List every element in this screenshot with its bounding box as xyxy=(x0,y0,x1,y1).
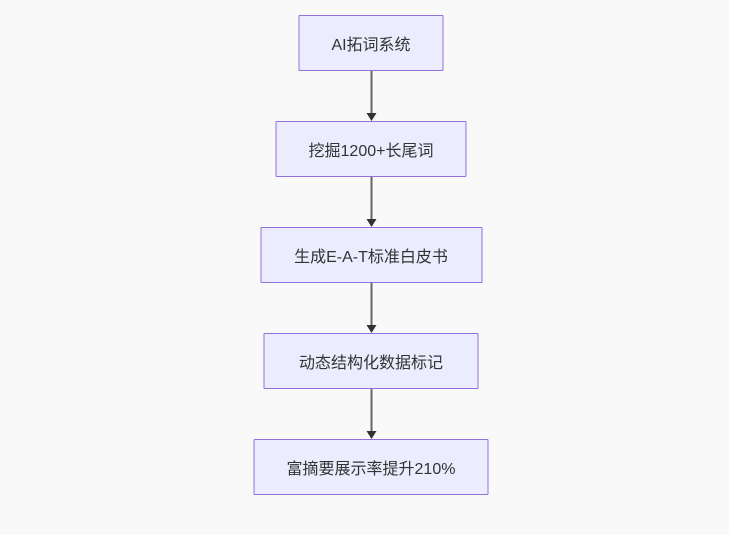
arrow-line xyxy=(370,389,372,432)
flow-arrow-4 xyxy=(365,389,377,439)
flow-arrow-1 xyxy=(365,71,377,121)
arrow-line xyxy=(370,177,372,220)
flow-node-rich-snippet-result: 富摘要展示率提升210% xyxy=(253,439,489,495)
arrow-line xyxy=(370,283,372,326)
arrow-head-icon xyxy=(366,219,376,227)
flow-node-structured-data-markup: 动态结构化数据标记 xyxy=(263,333,479,389)
flowchart: AI拓词系统 挖掘1200+长尾词 生成E-A-T标准白皮书 动态结构化数据标记… xyxy=(253,15,489,495)
flow-node-eat-whitepaper: 生成E-A-T标准白皮书 xyxy=(260,227,482,283)
arrow-head-icon xyxy=(366,113,376,121)
flow-node-longtail-mining: 挖掘1200+长尾词 xyxy=(275,121,467,177)
flow-arrow-2 xyxy=(365,177,377,227)
flow-arrow-3 xyxy=(365,283,377,333)
arrow-line xyxy=(370,71,372,114)
flow-node-ai-keyword-system: AI拓词系统 xyxy=(298,15,444,71)
arrow-head-icon xyxy=(366,431,376,439)
arrow-head-icon xyxy=(366,325,376,333)
